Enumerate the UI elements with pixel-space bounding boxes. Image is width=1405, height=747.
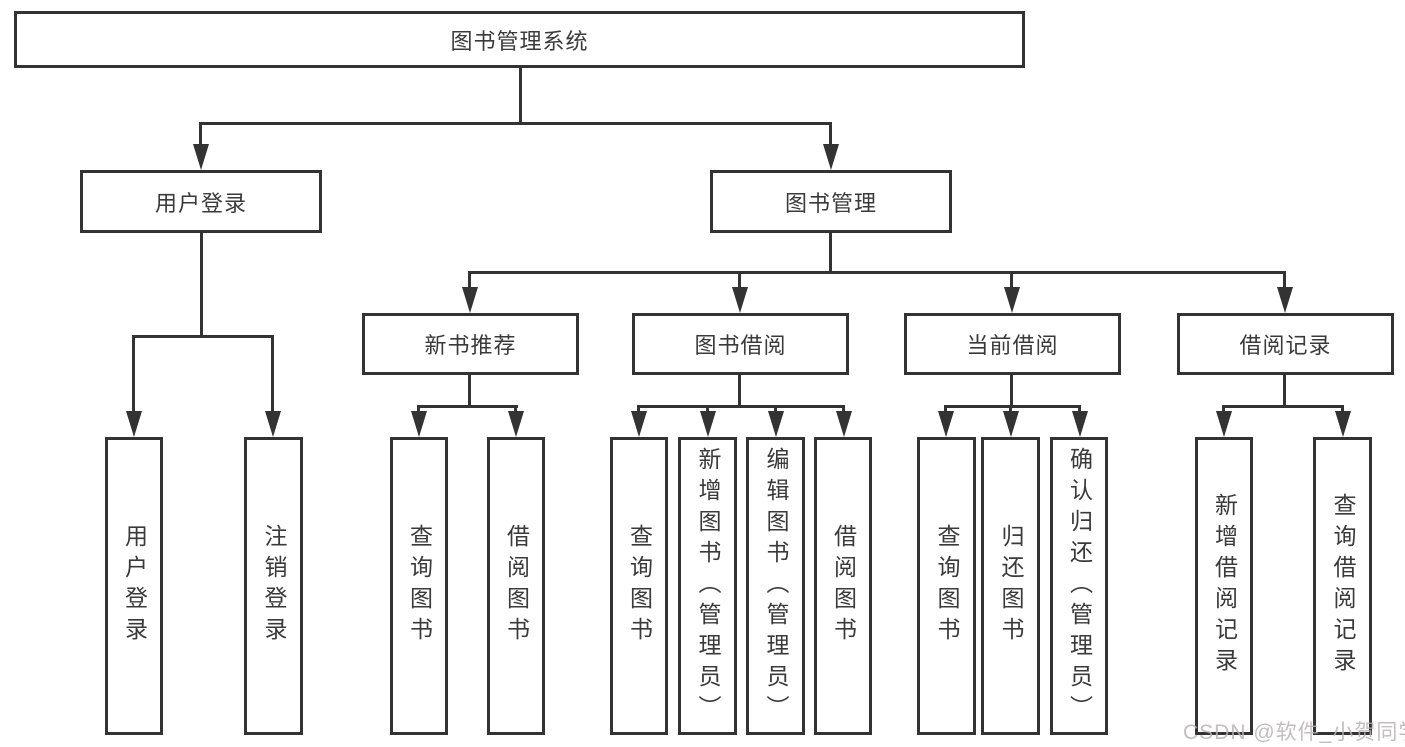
node-book-borrow: 图书借阅: [632, 313, 849, 375]
leaf-borrow-books-recommend: 借阅图书: [487, 437, 545, 735]
leaf-query-books-recommend: 查询图书: [390, 437, 448, 735]
edge-line: [829, 233, 832, 271]
leaf-confirm-return-admin: 确认归还（管理员）: [1050, 437, 1108, 735]
leaf-label: 查询图书: [406, 524, 433, 648]
leaf-add-borrow-record: 新增借阅记录: [1195, 437, 1253, 735]
edge-line: [1283, 271, 1286, 289]
arrowhead-icon: [938, 411, 954, 437]
arrowhead-icon: [1072, 411, 1088, 437]
edge-line: [417, 405, 518, 408]
leaf-query-books-current: 查询图书: [917, 437, 976, 735]
arrowhead-icon: [462, 287, 478, 313]
leaf-logout: 注销登录: [244, 437, 303, 735]
edge-line: [1010, 271, 1013, 289]
arrowhead-icon: [631, 411, 647, 437]
arrowhead-icon: [1216, 411, 1232, 437]
node-borrow-records: 借阅记录: [1177, 313, 1394, 375]
arrowhead-icon: [1004, 287, 1020, 313]
leaf-borrow-books-borrow: 借阅图书: [814, 437, 872, 735]
edge-line: [200, 233, 203, 335]
arrowhead-icon: [823, 144, 839, 170]
leaf-label: 归还图书: [998, 524, 1024, 648]
leaf-return-books: 归还图书: [981, 437, 1040, 735]
edge-line: [1222, 405, 1225, 415]
leaf-label: 查询图书: [626, 524, 653, 648]
node-book-management: 图书管理: [710, 170, 952, 233]
edge-line: [738, 375, 741, 407]
edge-line: [514, 405, 517, 415]
edge-line: [1283, 375, 1286, 407]
leaf-label: 借阅图书: [503, 524, 530, 648]
arrowhead-icon: [1277, 287, 1293, 313]
node-new-book-recommend: 新书推荐: [362, 313, 579, 375]
edge-line: [468, 271, 1286, 274]
leaf-edit-books-admin: 编辑图书（管理员）: [746, 437, 805, 735]
arrowhead-icon: [700, 411, 716, 437]
leaf-label: 注销登录: [261, 524, 287, 648]
leaf-label: 借阅图书: [830, 524, 857, 648]
edge-line: [842, 405, 845, 415]
edge-line: [637, 405, 640, 415]
edge-line: [132, 335, 274, 338]
edge-line: [417, 405, 420, 415]
edge-line: [519, 68, 522, 122]
edge-line: [132, 335, 135, 413]
edge-line: [1078, 405, 1081, 415]
edge-line: [200, 122, 832, 125]
leaf-user-login: 用户登录: [105, 437, 163, 735]
edge-line: [829, 122, 832, 148]
leaf-label: 新增图书（管理员）: [695, 446, 721, 726]
edge-line: [468, 271, 471, 289]
node-library-system: 图书管理系统: [14, 11, 1025, 68]
leaf-label: 确认归还（管理员）: [1066, 446, 1093, 726]
arrowhead-icon: [193, 144, 209, 170]
edge-line: [468, 375, 471, 407]
edge-line: [944, 405, 947, 415]
edge-line: [1222, 405, 1344, 408]
csdn-watermark: CSDN @软件_小贺同学: [1183, 721, 1405, 744]
leaf-label: 编辑图书（管理员）: [763, 446, 789, 726]
edge-line: [706, 405, 709, 415]
arrowhead-icon: [1335, 411, 1351, 437]
edge-line: [738, 271, 741, 289]
edge-line: [1010, 375, 1013, 407]
edge-line: [199, 122, 202, 148]
edge-line: [1009, 405, 1012, 415]
edge-line: [637, 405, 845, 408]
arrowhead-icon: [508, 411, 524, 437]
leaf-label: 查询图书: [934, 524, 960, 648]
edge-line: [944, 405, 1081, 408]
leaf-label: 用户登录: [121, 524, 148, 648]
leaf-label: 新增借阅记录: [1211, 493, 1238, 679]
arrowhead-icon: [836, 411, 852, 437]
arrowhead-icon: [265, 411, 281, 437]
node-user-login: 用户登录: [80, 170, 322, 233]
edge-line: [271, 335, 274, 413]
leaf-add-books-admin: 新增图书（管理员）: [678, 437, 737, 735]
leaf-query-books-borrow: 查询图书: [610, 437, 668, 735]
edge-line: [774, 405, 777, 415]
arrowhead-icon: [1003, 411, 1019, 437]
edge-line: [1341, 405, 1344, 415]
arrowhead-icon: [732, 287, 748, 313]
node-current-borrow: 当前借阅: [904, 313, 1121, 375]
arrowhead-icon: [768, 411, 784, 437]
leaf-query-borrow-record: 查询借阅记录: [1313, 437, 1372, 735]
arrowhead-icon: [411, 411, 427, 437]
arrowhead-icon: [126, 411, 142, 437]
leaf-label: 查询借阅记录: [1330, 493, 1356, 679]
